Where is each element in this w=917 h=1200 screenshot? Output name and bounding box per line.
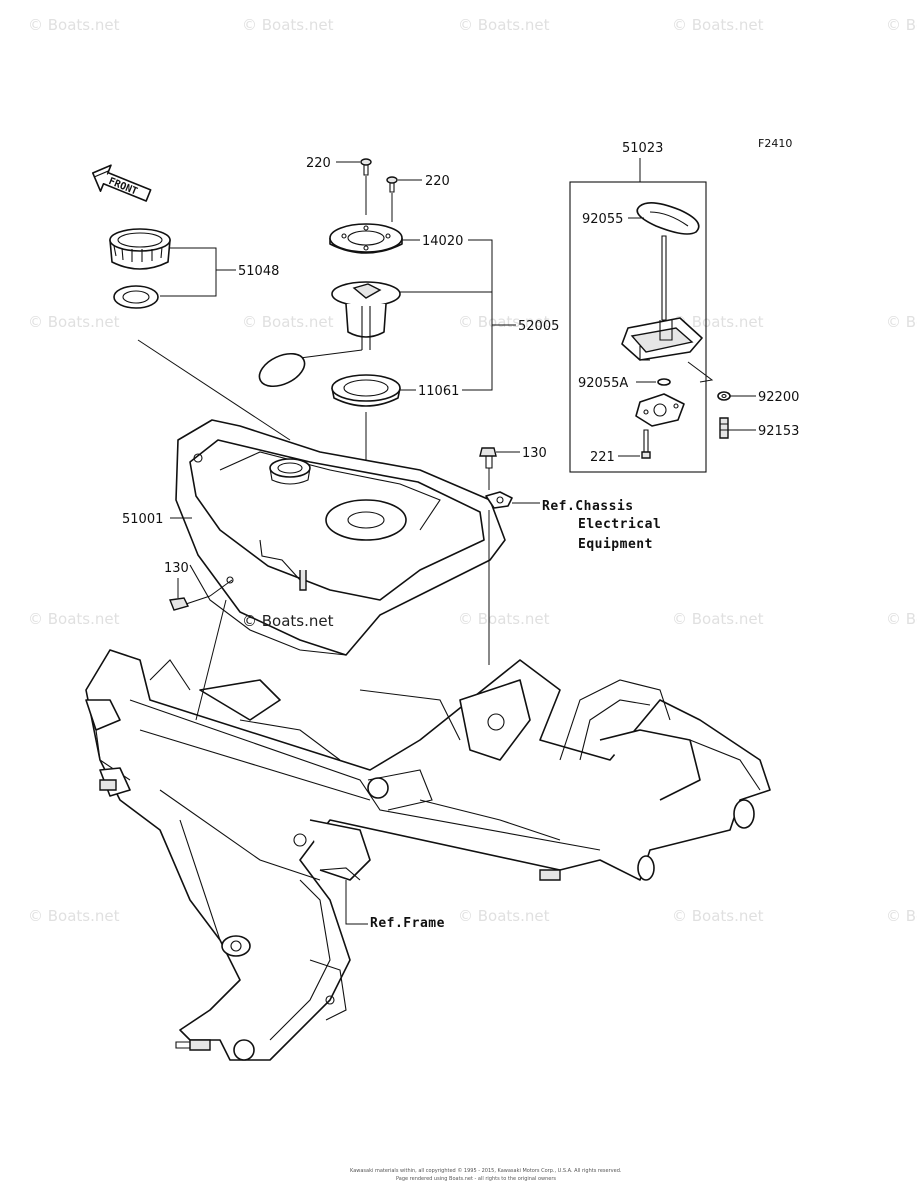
watermark: © Boats.net — [886, 610, 917, 628]
footer-copyright: Kawasaki materials within, all copyright… — [350, 1167, 622, 1174]
watermark: © Boats.net — [28, 313, 120, 331]
pump-plate-icon — [329, 223, 403, 254]
watermark: © Boats.net — [886, 16, 917, 34]
assembly-box — [569, 181, 707, 473]
watermark: © Boats.net — [672, 313, 764, 331]
watermark: © Boats.net — [458, 907, 550, 925]
watermark: © Boats.net — [242, 16, 334, 34]
washer-icon — [717, 391, 731, 401]
watermark: © Boats.net — [672, 16, 764, 34]
watermark: © Boats.net — [458, 313, 550, 331]
watermark: © Boats.net — [458, 610, 550, 628]
watermark: © Boats.net — [886, 313, 917, 331]
front-arrow-icon: FRONT — [91, 164, 152, 202]
leader-line — [365, 176, 393, 222]
leader-line — [687, 361, 714, 383]
watermarks: © Boats.net © Boats.net © Boats.net © Bo… — [28, 16, 917, 925]
callout-130-right: 130 — [522, 446, 547, 461]
ref-chassis-electrical-line2: Electrical — [578, 517, 661, 532]
bolt-icon — [169, 595, 211, 611]
sender-gasket-icon — [636, 202, 700, 235]
callout-92200: 92200 — [758, 390, 799, 405]
callout-92055: 92055 — [582, 212, 623, 227]
fuel-pump-icon — [258, 281, 401, 388]
callout-130-left: 130 — [164, 561, 189, 576]
leader-line — [137, 339, 291, 441]
pump-gasket-icon — [331, 374, 401, 407]
bolt-icon — [479, 447, 497, 469]
sender-flange-icon — [635, 393, 685, 427]
ref-chassis-electrical: Ref.Chassis — [542, 499, 634, 514]
leader-line — [462, 239, 493, 391]
bolt-icon — [386, 176, 398, 193]
callout-221: 221 — [590, 450, 615, 465]
bolt-icon — [719, 417, 729, 439]
watermark: © Boats.net — [28, 610, 120, 628]
frame-icon — [85, 649, 771, 1061]
watermark: © Boats.net — [886, 907, 917, 925]
callout-52005: 52005 — [518, 319, 559, 334]
callout-11061: 11061 — [418, 384, 459, 399]
o-ring-icon — [657, 378, 671, 386]
callout-51001: 51001 — [122, 512, 163, 527]
figure-code: F2410 — [758, 137, 792, 150]
callout-51023: 51023 — [622, 141, 663, 156]
watermark: © Boats.net — [458, 16, 550, 34]
callout-220-right: 220 — [425, 174, 450, 189]
watermark: © Boats.net — [672, 610, 764, 628]
leader-line — [195, 599, 227, 721]
callout-220-left: 220 — [306, 156, 331, 171]
watermark: © Boats.net — [242, 612, 334, 630]
leader-line — [345, 880, 368, 925]
callout-14020: 14020 — [422, 234, 463, 249]
fuel-gauge-sender-icon — [621, 235, 703, 361]
callout-92055A: 92055A — [578, 376, 628, 391]
cap-gasket-icon — [113, 285, 159, 309]
footer-note: Page rendered using Boats.net - all righ… — [396, 1176, 556, 1182]
leader-line — [209, 579, 233, 597]
ref-chassis-electrical-line3: Equipment — [578, 537, 653, 552]
leader-line — [160, 247, 217, 297]
fuel-cap-icon — [109, 228, 171, 270]
watermark: © Boats.net — [28, 16, 120, 34]
watermark: © Boats.net — [672, 907, 764, 925]
callout-92153: 92153 — [758, 424, 799, 439]
bolt-icon — [360, 158, 372, 176]
screw-icon — [641, 429, 651, 459]
ref-frame: Ref.Frame — [370, 916, 445, 931]
callout-51048: 51048 — [238, 264, 279, 279]
fuel-tank-icon — [175, 419, 506, 656]
watermark: © Boats.net — [242, 313, 334, 331]
bracket-icon — [485, 491, 513, 509]
watermark: © Boats.net — [28, 907, 120, 925]
